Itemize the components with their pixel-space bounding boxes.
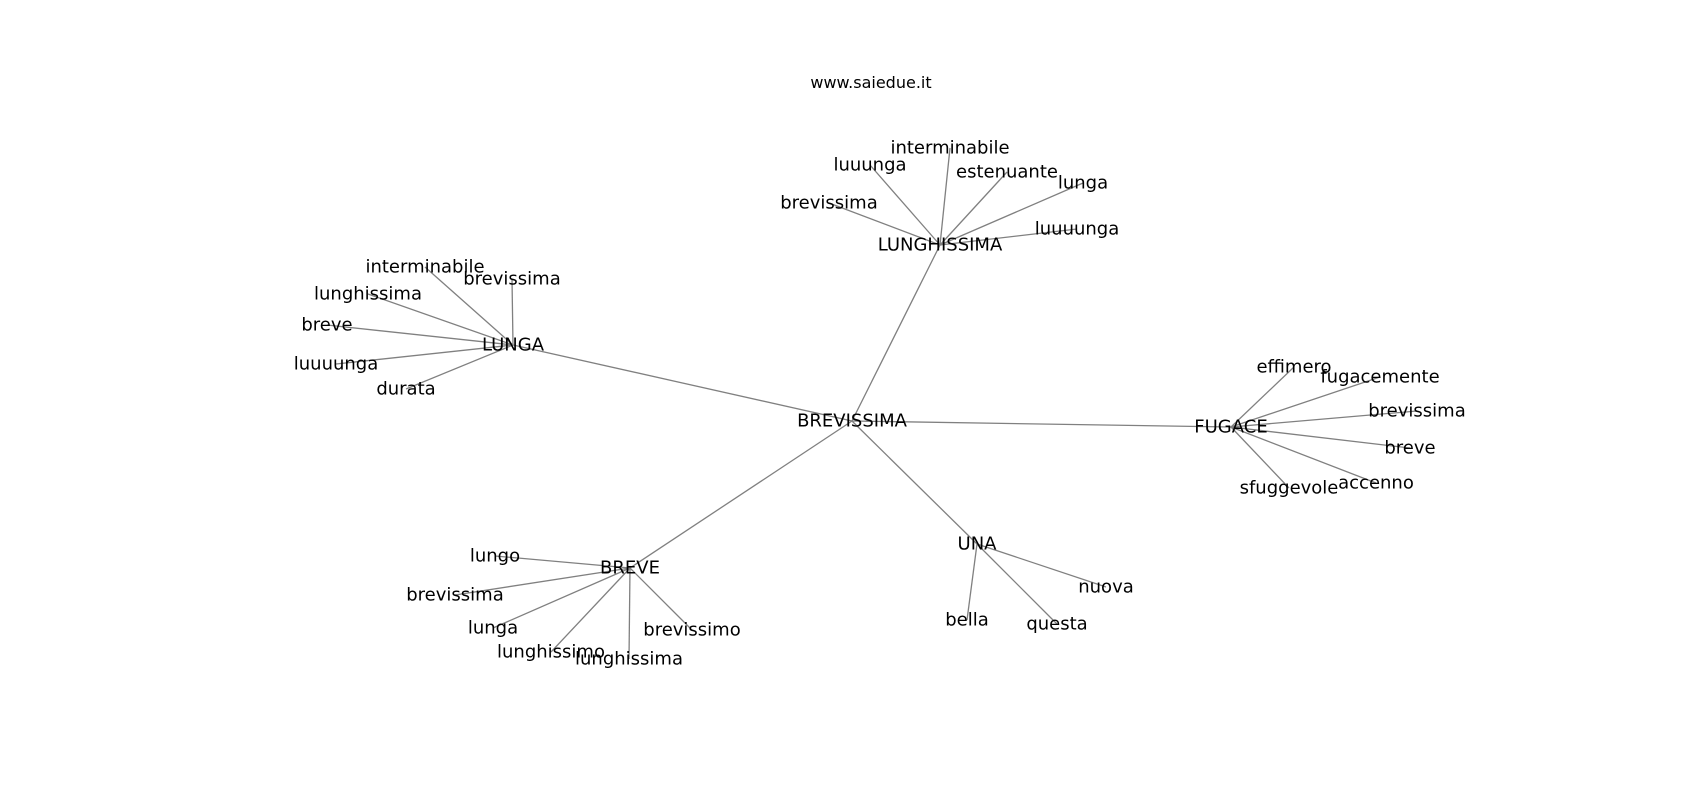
node-leaf-fugace-accenno: accenno — [1338, 473, 1414, 494]
edge-fugace-breve — [1230, 426, 1411, 449]
edge-lunga-durata — [405, 344, 514, 390]
node-hub-lunghissima: LUNGHISSIMA — [878, 235, 1003, 256]
edge-center-breve — [629, 420, 853, 569]
node-leaf-fugace-fugacemente: fugacemente — [1320, 367, 1439, 388]
node-hub-breve: BREVE — [600, 558, 660, 579]
edge-fugace-accenno — [1230, 426, 1377, 484]
edge-center-lunga — [512, 344, 853, 422]
node-leaf-lunga-interminabile: interminabile — [365, 257, 484, 278]
edge-breve-lunga — [492, 567, 631, 629]
edge-breve-lunghissimo — [550, 567, 631, 653]
node-leaf-lunga-breve: breve — [301, 315, 352, 336]
node-hub-lunga: LUNGA — [482, 335, 545, 356]
node-leaf-breve-lungo: lungo — [470, 546, 520, 567]
edge-lunga-interminabile — [424, 266, 514, 346]
edge-una-questa — [976, 543, 1058, 625]
edge-breve-lungo — [494, 555, 631, 569]
edge-center-una — [851, 420, 978, 545]
node-leaf-lunga-brevissima: brevissima — [463, 269, 560, 290]
node-leaf-fugace-effimero: effimero — [1256, 357, 1331, 378]
edge-breve-brevissima — [454, 567, 631, 596]
edge-una-nuova — [976, 543, 1107, 588]
edge-lunghissima-luuunga — [869, 164, 941, 246]
node-leaf-breve-lunghissima: lunghissima — [575, 649, 683, 670]
node-leaf-lunga-luuuunga: luuuunga — [294, 354, 379, 375]
node-leaf-lunghissima-luuuunga: luuuunga — [1035, 219, 1120, 240]
edge-lunghissima-interminabile — [939, 147, 951, 246]
edge-fugace-sfuggevole — [1230, 426, 1290, 489]
node-leaf-fugace-sfuggevole: sfuggevole — [1240, 478, 1339, 499]
edge-lunghissima-brevissima — [828, 202, 941, 246]
labels-layer: BREVISSIMALUNGHISSIMAinterminabileluuung… — [294, 138, 1466, 670]
node-hub-una: UNA — [958, 534, 998, 555]
edge-center-lunghissima — [851, 244, 941, 422]
node-leaf-lunghissima-lunga: lunga — [1058, 173, 1108, 194]
edge-lunga-lunghissima — [367, 293, 514, 346]
edge-fugace-effimero — [1230, 366, 1295, 428]
edge-lunga-luuuunga — [335, 344, 514, 365]
node-leaf-lunghissima-luuunga: luuunga — [833, 155, 906, 176]
node-center-brevissima: BREVISSIMA — [797, 411, 908, 432]
node-leaf-breve-brevissimo: brevissimo — [643, 620, 740, 641]
node-leaf-fugace-breve: breve — [1384, 438, 1435, 459]
node-leaf-lunghissima-interminabile: interminabile — [890, 138, 1009, 159]
edge-breve-brevissimo — [629, 567, 693, 631]
edge-lunghissima-lunga — [939, 182, 1084, 246]
node-leaf-lunga-lunghissima: lunghissima — [314, 284, 422, 305]
node-leaf-fugace-brevissima: brevissima — [1368, 401, 1465, 422]
edge-breve-lunghissima — [628, 567, 631, 660]
edge-lunghissima-luuuunga — [939, 228, 1078, 246]
node-hub-fugace: FUGACE — [1194, 417, 1267, 438]
edge-lunga-brevissima — [511, 278, 514, 346]
edges-layer — [326, 147, 1418, 660]
node-leaf-breve-lunga: lunga — [468, 618, 518, 639]
edge-lunga-breve — [326, 324, 514, 346]
node-leaf-breve-brevissima: brevissima — [406, 585, 503, 606]
node-leaf-una-bella: bella — [945, 610, 989, 631]
node-leaf-lunghissima-brevissima: brevissima — [780, 193, 877, 214]
node-leaf-una-nuova: nuova — [1078, 577, 1134, 598]
edge-center-fugace — [851, 420, 1232, 428]
node-leaf-breve-lunghissimo: lunghissimo — [497, 642, 605, 663]
edge-lunghissima-estenuante — [939, 171, 1008, 246]
node-leaf-lunga-durata: durata — [376, 379, 435, 400]
node-leaf-lunghissima-estenuante: estenuante — [956, 162, 1058, 183]
edge-fugace-brevissima — [1230, 410, 1418, 428]
edge-una-bella — [966, 543, 978, 621]
node-leaf-una-questa: questa — [1026, 614, 1087, 635]
credit-text: www.saiedue.it — [810, 73, 931, 92]
edge-fugace-fugacemente — [1230, 376, 1381, 428]
